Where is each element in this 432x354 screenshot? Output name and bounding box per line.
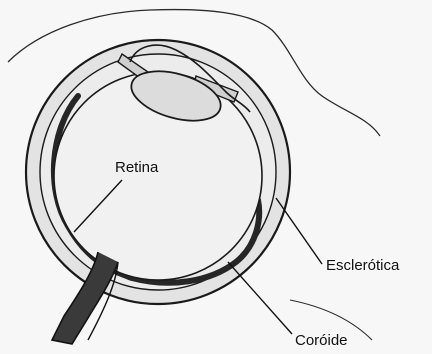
retina-label: Retina (115, 160, 158, 175)
esclerotica-leader-line (276, 198, 322, 264)
coroide-leader-line (228, 262, 292, 334)
coroide-label: Coróide (295, 333, 348, 348)
esclerotica-label: Esclerótica (326, 258, 399, 273)
